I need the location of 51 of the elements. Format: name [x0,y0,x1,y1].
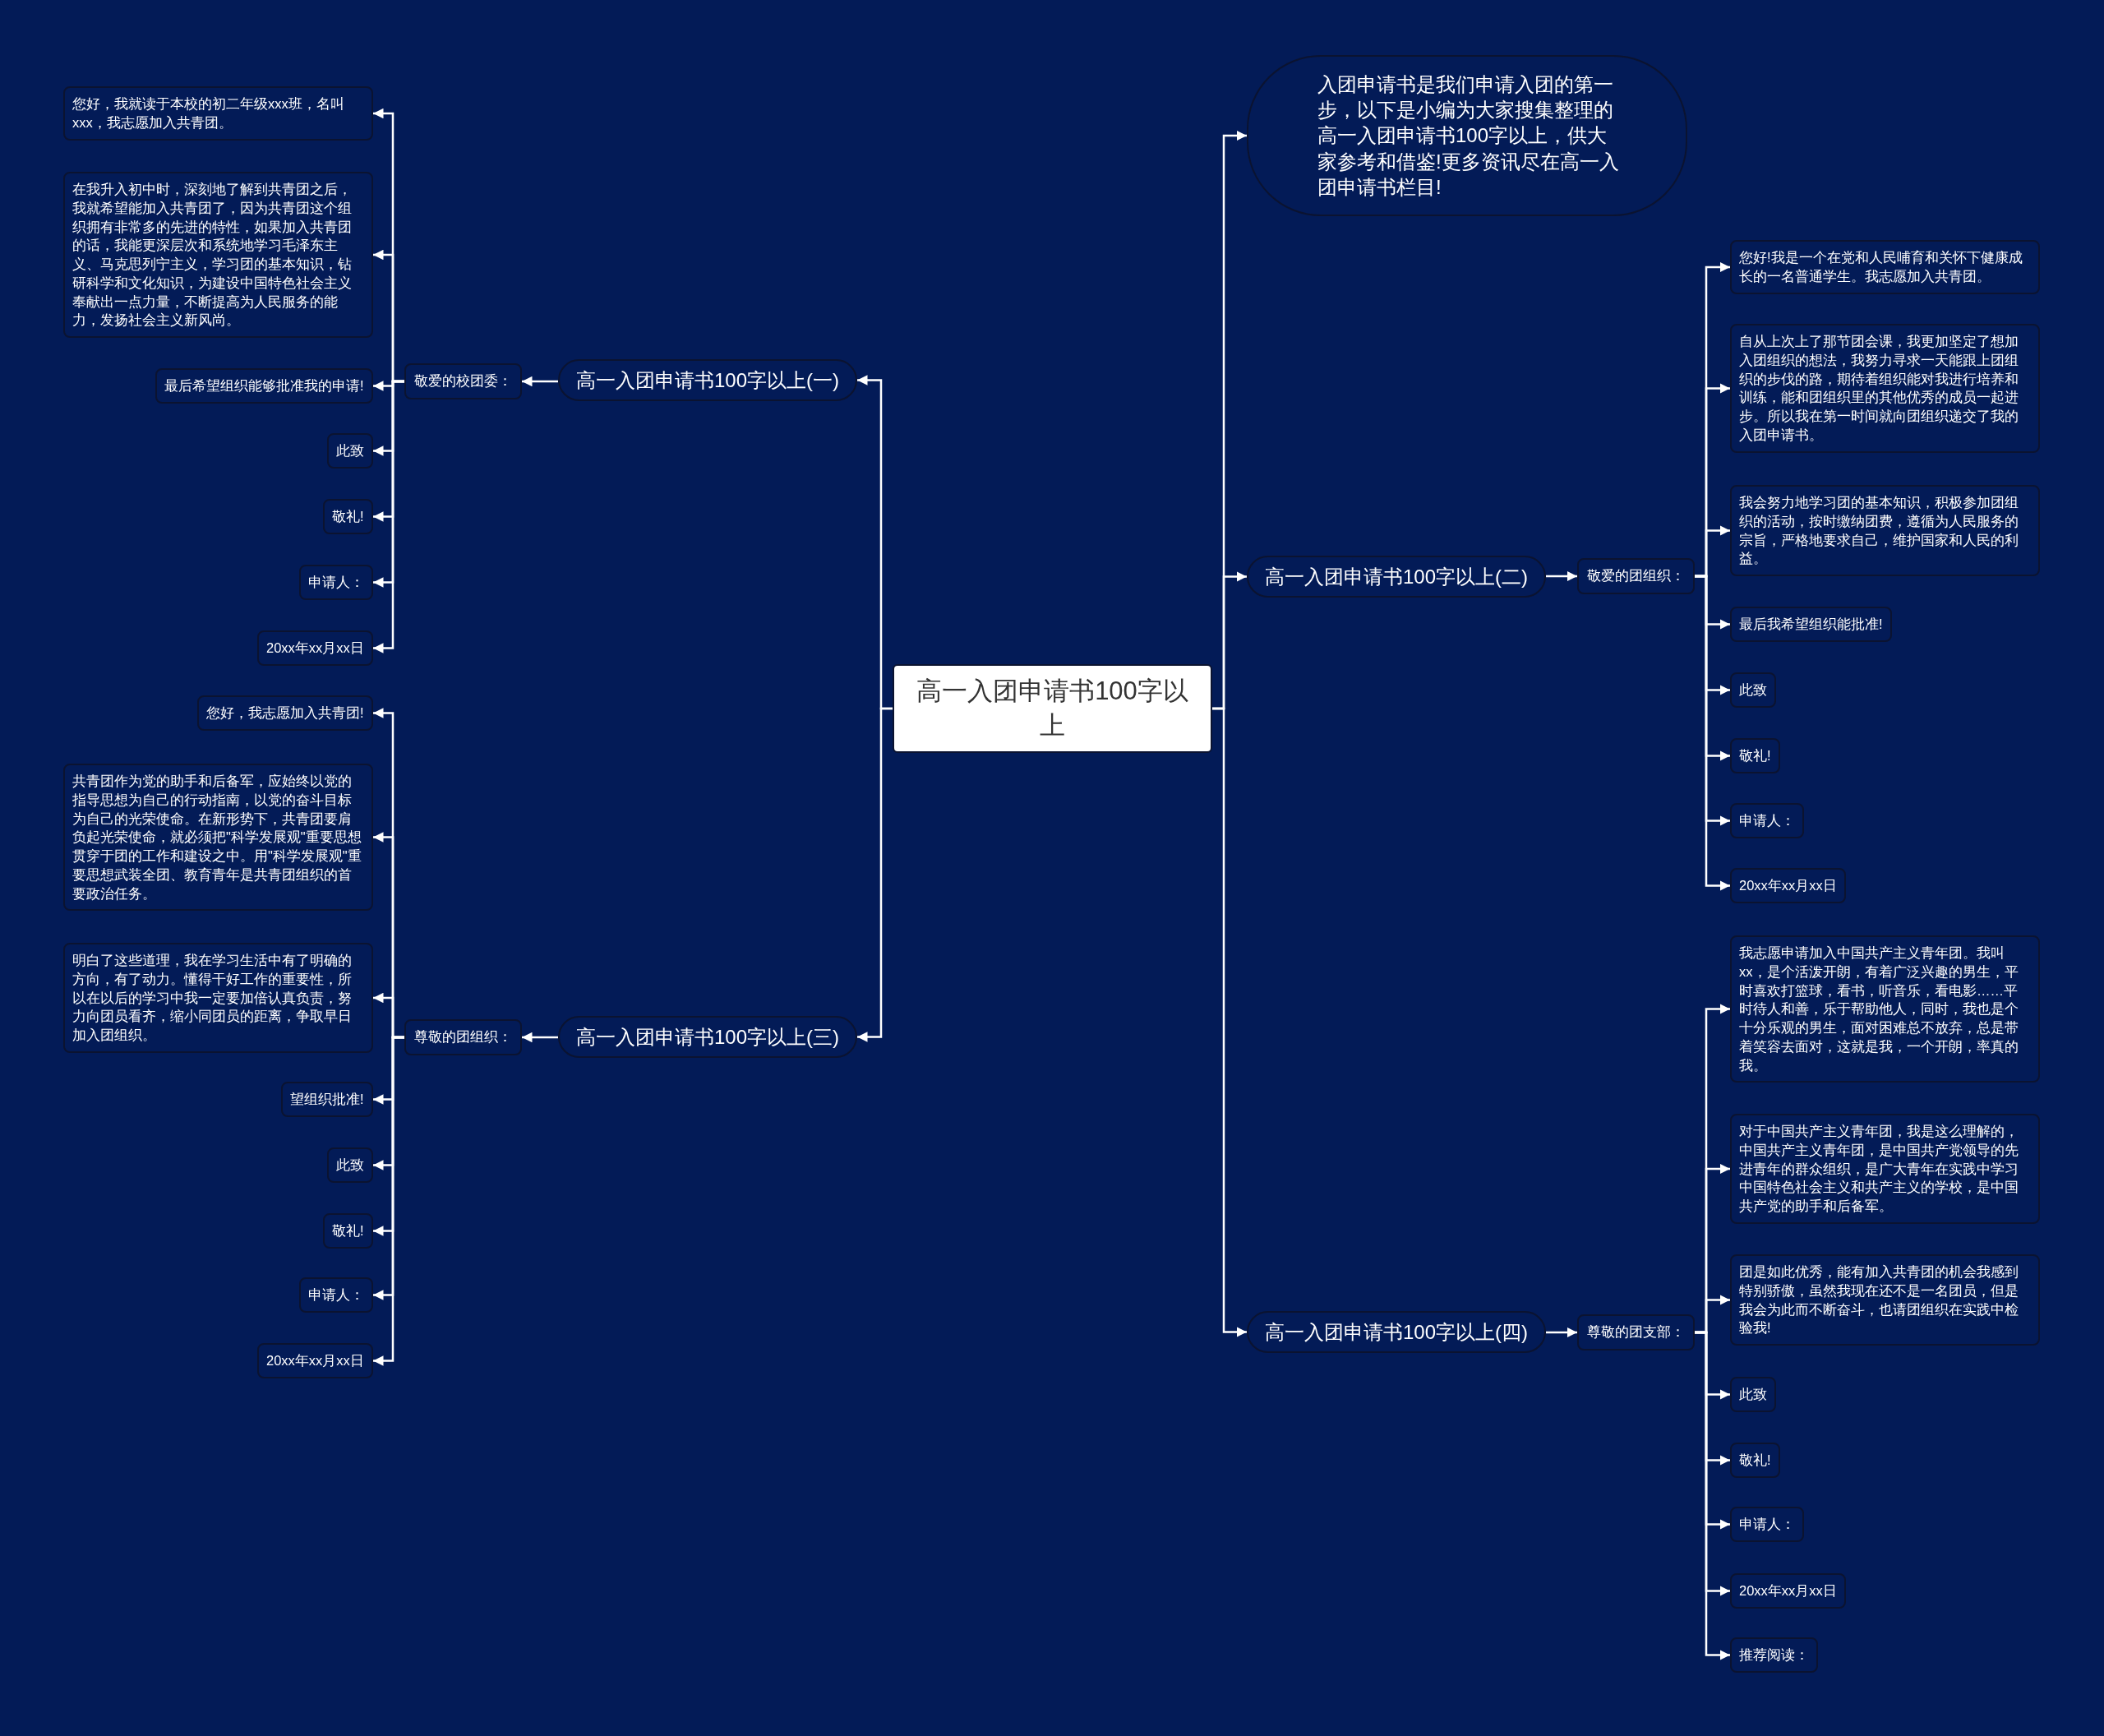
paragraph-box: 我会努力地学习团的基本知识，积极参加团组织的活动，按时缴纳团费，遵循为人民服务的宗旨，严格地要求自己，维护国家和人民的利益。 [1730,485,2040,577]
salutation-box: 尊敬的团支部： [1577,1314,1695,1351]
text-box: 申请人： [1730,1507,1804,1542]
branch-topic: 高一入团申请书100字以上(三) [558,1016,858,1059]
text-box: 20xx年xx月xx日 [257,630,373,666]
paragraph-box: 您好，我就读于本校的初二年级xxx班，名叫xxx，我志愿加入共青团。 [63,86,373,141]
text-box: 敬礼! [1730,738,1780,773]
salutation-box: 尊敬的团组织： [404,1019,522,1056]
text-box: 您好，我志愿加入共青团! [197,695,373,731]
arrow [522,1032,558,1043]
paragraph-box: 团是如此优秀，能有加入共青团的机会我感到特别骄傲，虽然我现在还不是一名团员，但是我会为此而不断奋斗，也请团组织在实践中检验我! [1730,1254,2040,1346]
arrow [373,380,404,653]
arrow [1695,575,1730,891]
arrow [1212,707,1247,1337]
text-box: 敬礼! [323,499,373,534]
text-box: 此致 [1730,1377,1776,1412]
arrow [1695,1331,1730,1660]
branch-topic: 高一入团申请书100字以上(四) [1247,1311,1547,1354]
text-box: 最后希望组织能够批准我的申请! [155,368,373,404]
salutation-box: 敬爱的校团委： [404,363,522,400]
arrow [1546,570,1577,582]
paragraph-box: 自从上次上了那节团会课，我更加坚定了想加入团组织的想法，我努力寻求一天能跟上团组织的步伐的路，期待着组织能对我进行培养和训练，能和团组织里的其他优秀的成员一起进步。所以我在第一时间就向团组织递交了我的入团申请书。 [1730,324,2040,453]
text-box: 此致 [327,1147,373,1183]
arrow [522,376,558,387]
text-box: 申请人： [299,565,373,600]
branch-topic: 高一入团申请书100字以上(二) [1247,556,1547,598]
arrow [1546,1327,1577,1338]
text-box: 敬礼! [323,1213,373,1249]
intro-bubble: 入团申请书是我们申请入团的第一步，以下是小编为大家搜集整理的高一入团申请书100字以上，供大家参考和借鉴!更多资讯尽在高一入团申请书栏目! [1247,55,1687,216]
text-box: 敬礼! [1730,1443,1780,1478]
paragraph-box: 在我升入初中时，深刻地了解到共青团之后，我就希望能加入共青团了，因为共青团这个组织拥有非常多的先进的特性，如果加入共青团的话，我能更深层次和系统地学习毛泽东主义、马克思列宁主义，学习团的基本知识，钻研科学和文化知识，为建设中国特色社会主义奉献出一点力量，不断提高为人民服务的能力，发扬社会主义新风尚。 [63,172,373,339]
arrow [857,707,893,1042]
text-box: 申请人： [299,1277,373,1313]
text-box: 此致 [327,433,373,469]
text-box: 申请人： [1730,803,1804,838]
central-topic-box: 高一入团申请书100字以上 [893,664,1212,753]
text-box: 最后我希望组织能批准! [1730,607,1892,642]
paragraph-box: 对于中国共产主义青年团，我是这么理解的，中国共产主义青年团，是中国共产党领导的先进青年的群众组织，是广大青年在实践中学习中国特色社会主义和共产主义的学校，是中国共产党的助手和后备军。 [1730,1114,2040,1224]
text-box: 此致 [1730,672,1776,708]
branch-topic: 高一入团申请书100字以上(一) [558,359,858,402]
salutation-box: 敬爱的团组织： [1577,558,1695,595]
paragraph-box: 我志愿申请加入中国共产主义青年团。我叫xx，是个活泼开朗，有着广泛兴趣的男生，平时喜欢打篮球，看书，听音乐，看电影……平时待人和善，乐于帮助他人，同时，我也是个十分乐观的男生，面对困难总不放弃，总是带着笑容去面对，这就是我，一个开朗，率真的我。 [1730,935,2040,1083]
arrow [373,1036,404,1366]
paragraph-box: 您好!我是一个在党和人民哺育和关怀下健康成长的一名普通学生。我志愿加入共青团。 [1730,240,2040,294]
text-box: 20xx年xx月xx日 [1730,1573,1846,1609]
text-box: 推荐阅读： [1730,1637,1818,1673]
paragraph-box: 共青团作为党的助手和后备军，应始终以党的指导思想为自己的行动指南，以党的奋斗目标为自己的光荣使命。在新形势下，共青团要肩负起光荣使命，就必须把"科学发展观"重要思想贯穿于团的工作和建设之中。用"科学发展观"重要思想武装全团、教育青年是共青团组织的首要政治任务。 [63,764,373,912]
text-box: 20xx年xx月xx日 [1730,868,1846,903]
text-box: 20xx年xx月xx日 [257,1343,373,1378]
paragraph-box: 明白了这些道理，我在学习生活中有了明确的方向，有了动力。懂得干好工作的重要性，所以在以后的学习中我一定要加倍认真负责，努力向团员看齐，缩小同团员的距离，争取早日加入团组织。 [63,943,373,1053]
text-box: 望组织批准! [281,1082,373,1117]
